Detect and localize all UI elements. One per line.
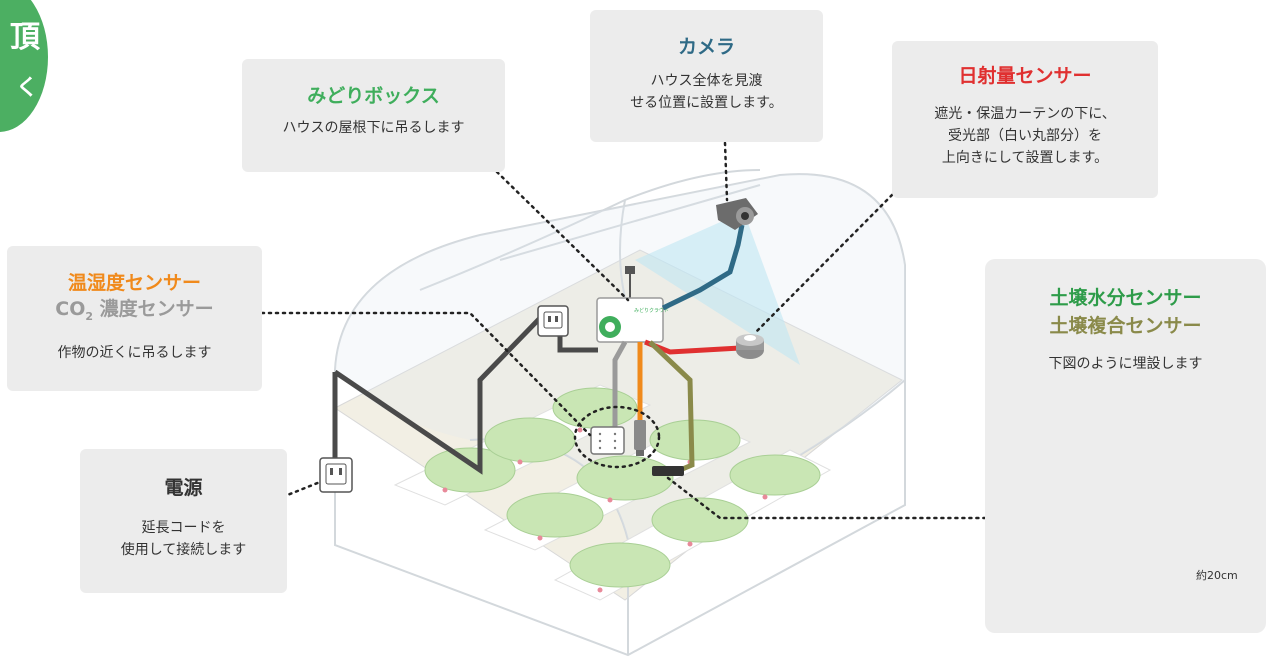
power-desc-1: 延長コードを [141, 520, 226, 536]
co2-title-main: CO [55, 298, 86, 320]
solar-sensor-title: 日射量センサー [958, 65, 1092, 87]
midori-box-device [596, 266, 664, 343]
soil-sensor-cable [648, 340, 695, 473]
midori-logo-text: みどりクラウド [634, 307, 669, 314]
soil-sensor-probe [652, 466, 684, 476]
co2-title-sub: 2 [85, 309, 94, 323]
badge-char-1: 頂 [10, 20, 40, 55]
soil-compound-title: 土壌複合センサー [1049, 315, 1202, 337]
power-callout: 電源 延長コードを 使用して接続します [80, 449, 287, 593]
soil-sensor-callout: 土壌水分センサー 土壌複合センサー 下図のように埋設します [985, 259, 1266, 633]
power-desc-2: 使用して接続します [120, 542, 247, 558]
plant-beds [393, 384, 832, 601]
solar-sensor-callout: 日射量センサー 遮光・保温カーテンの下に、 受光部（白い丸部分）を 上向きにして… [892, 41, 1158, 198]
depth-label: 約20cm [1196, 569, 1238, 582]
wall-outlet [319, 457, 353, 493]
solar-radiation-sensor [736, 334, 764, 359]
midori-box-title: みどりボックス [307, 85, 440, 107]
temp-sensor-cable [612, 340, 628, 440]
camera-desc-1: ハウス全体を見渡 [650, 73, 763, 89]
power-title: 電源 [164, 477, 203, 499]
camera-title: カメラ [677, 36, 735, 58]
temp-co2-callout: 温湿度センサー CO2 濃度センサー 作物の近くに吊るします [7, 246, 262, 391]
solar-sensor-desc-2: 受光部（白い丸部分）を [948, 128, 1102, 144]
co2-title-rest: 濃度センサー [93, 298, 214, 320]
midori-box-callout: みどりボックス ハウスの屋根下に吊るします [242, 59, 505, 172]
camera-device [716, 198, 758, 230]
camera-desc-2: せる位置に設置します。 [630, 95, 783, 111]
co2-sensor [634, 420, 646, 456]
soil-moisture-title: 土壌水分センサー [1049, 287, 1202, 309]
leader-lines [260, 141, 987, 520]
section-badge: 頂 く [0, 0, 48, 132]
temp-humidity-title: 温湿度センサー [67, 272, 201, 294]
camera-view-cone [635, 215, 800, 365]
temp-humidity-sensor [590, 426, 625, 455]
temp-co2-desc: 作物の近くに吊るします [57, 344, 212, 361]
badge-char-2: く [16, 76, 39, 101]
camera-cable [661, 224, 745, 311]
solar-sensor-desc-1: 遮光・保温カーテンの下に、 [934, 106, 1116, 122]
camera-callout: カメラ ハウス全体を見渡 せる位置に設置します。 [590, 10, 823, 142]
solar-sensor-desc-3: 上向きにして設置します。 [941, 150, 1109, 166]
co2-title: CO2 濃度センサー [7, 296, 262, 330]
plug-outlet-upper [537, 305, 569, 337]
midori-box-desc: ハウスの屋根下に吊るします [282, 120, 465, 136]
soil-sensor-desc: 下図のように埋設します [1048, 356, 1203, 372]
sensor-highlight-ring [573, 405, 661, 469]
